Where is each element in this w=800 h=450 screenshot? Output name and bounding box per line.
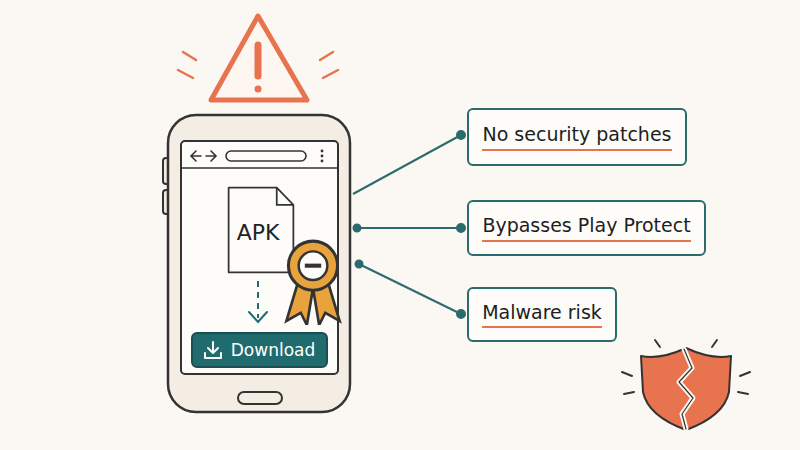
phone bbox=[163, 115, 350, 412]
warning-sign bbox=[178, 16, 338, 100]
leader-lines bbox=[353, 131, 465, 318]
apk-file: APK bbox=[226, 185, 296, 275]
callout-text: Bypasses Play Protect bbox=[482, 214, 690, 242]
broken-shield bbox=[622, 340, 750, 430]
callout-box: Malware risk bbox=[467, 287, 617, 342]
file-label: APK bbox=[237, 220, 280, 245]
certificate-badge bbox=[278, 235, 348, 325]
download-icon bbox=[203, 340, 223, 360]
callout-text: Malware risk bbox=[482, 301, 602, 329]
callout-box: Bypasses Play Protect bbox=[467, 200, 706, 256]
callout-text: No security patches bbox=[482, 123, 671, 151]
button-label: Download bbox=[231, 340, 316, 360]
callout-box: No security patches bbox=[467, 108, 687, 166]
download-button: Download bbox=[191, 332, 328, 368]
